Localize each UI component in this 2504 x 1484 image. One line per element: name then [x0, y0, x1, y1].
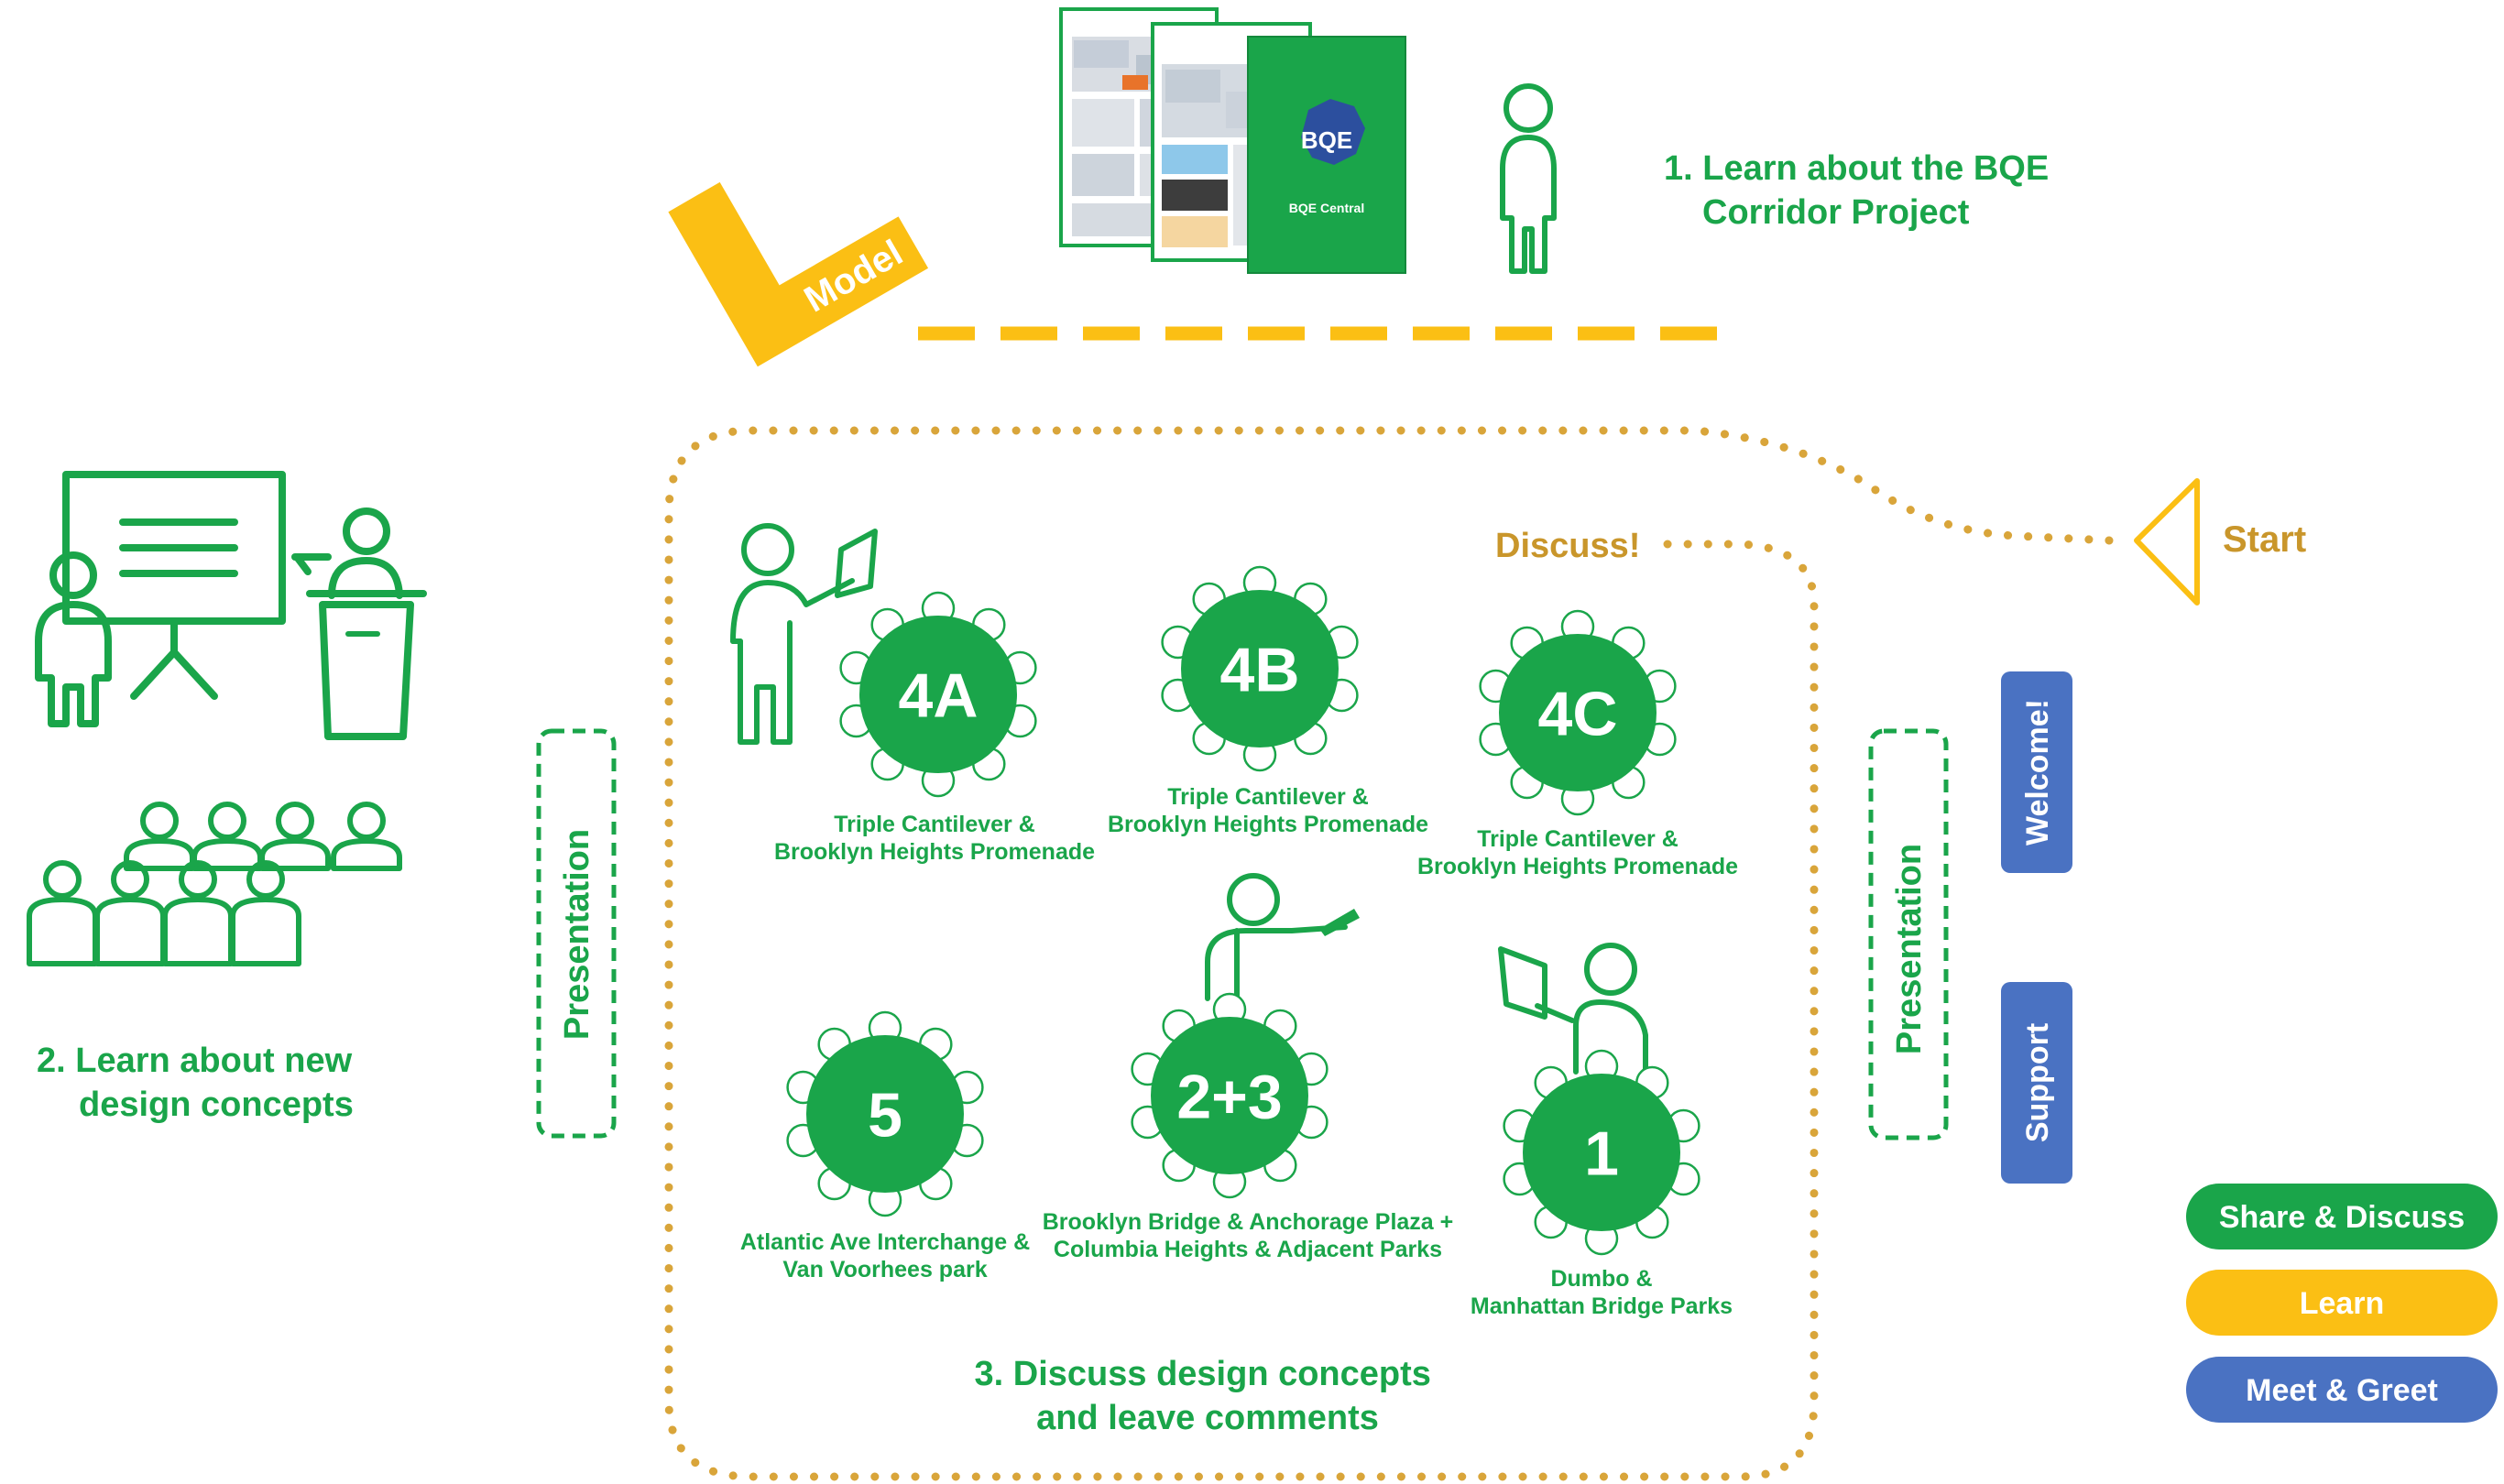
step-1-line-2: Corridor Project	[1702, 193, 1970, 232]
discussion-table-4b: 4B Triple Cantilever &Brooklyn Heights Pr…	[1108, 565, 1428, 837]
presenter-person-icon	[35, 551, 112, 727]
table-caption-line: Van Voorhees park	[782, 1257, 987, 1282]
presentation-screen-icon	[62, 471, 286, 700]
discussion-table-4c: 4C Triple Cantilever &Brooklyn Heights Pr…	[1417, 609, 1738, 879]
presentation-right-label: Presentation	[1890, 844, 1929, 1054]
legend-learn-label: Learn	[2300, 1286, 2385, 1321]
booklets: BQE BQE Central	[1059, 7, 1406, 274]
step-3-line-2: and leave comments	[1036, 1399, 1379, 1437]
table-number: 2+3	[1176, 1062, 1282, 1131]
table-disc	[1151, 1017, 1308, 1174]
audience-icon	[27, 802, 402, 966]
support-desk: Support	[2001, 982, 2072, 1184]
step-3-label: 3. Discuss design concepts and leave com…	[975, 1355, 1441, 1437]
table-disc	[806, 1035, 964, 1193]
legend-meet-greet[interactable]: Meet & Greet	[2186, 1357, 2498, 1423]
start-label: Start	[2223, 519, 2306, 560]
table-caption-line: Triple Cantilever &	[1167, 784, 1369, 810]
start-triangle-icon	[2134, 478, 2200, 606]
table-caption-line: Brooklyn Heights Promenade	[1108, 812, 1428, 837]
standing-person-icon	[1500, 83, 1557, 274]
table-number: 4B	[1220, 635, 1300, 704]
table-number: 4C	[1538, 679, 1618, 748]
welcome-label: Welcome!	[2020, 699, 2055, 846]
legend-share-discuss-label: Share & Discuss	[2219, 1200, 2465, 1235]
table-disc	[1181, 590, 1339, 747]
table-number: 4A	[899, 660, 979, 730]
person-writing-icon	[1205, 873, 1360, 1001]
step-2-line-2: design concepts	[79, 1086, 354, 1124]
bqe-central-booklet: BQE BQE Central	[1247, 36, 1406, 274]
legend-meet-greet-label: Meet & Greet	[2246, 1373, 2438, 1408]
table-caption-line: Dumbo &	[1550, 1266, 1652, 1292]
model-table: Model	[668, 181, 929, 367]
table-disc	[859, 616, 1017, 773]
table-caption-line: Brooklyn Heights Promenade	[774, 839, 1095, 865]
discussion-table-4a: 4A Triple Cantilever &Brooklyn Heights Pr…	[774, 591, 1095, 865]
legend: Share & Discuss Learn Meet & Greet	[2186, 1184, 2498, 1423]
legend-learn[interactable]: Learn	[2186, 1270, 2498, 1336]
table-caption-line: Atlantic Ave Interchange &	[740, 1229, 1030, 1255]
welcome-desk: Welcome!	[2001, 671, 2072, 873]
table-disc	[1499, 634, 1657, 791]
presentation-area-right: Presentation	[1868, 728, 1949, 1140]
person-holding-board-icon	[730, 523, 878, 745]
step-2-line-1: 2. Learn about new	[37, 1042, 353, 1080]
legend-share-discuss[interactable]: Share & Discuss	[2186, 1184, 2498, 1249]
table-number: 5	[868, 1080, 902, 1150]
booklet-subtitle: BQE Central	[1289, 201, 1364, 215]
table-caption-line: Triple Cantilever &	[1477, 826, 1678, 852]
person-holding-map-icon	[1498, 943, 1648, 1075]
presentation-area-left: Presentation	[536, 728, 617, 1139]
step-3-line-1: 3. Discuss design concepts	[975, 1355, 1431, 1393]
speaker-at-podium-icon	[291, 507, 427, 740]
table-caption-line: Triple Cantilever &	[834, 812, 1035, 837]
table-caption-line: Columbia Heights & Adjacent Parks	[1054, 1237, 1442, 1262]
table-caption-line: Brooklyn Bridge & Anchorage Plaza +	[1043, 1209, 1454, 1235]
step-1-label: 1. Learn about the BQE Corridor Project	[1664, 149, 2059, 232]
table-number: 1	[1584, 1118, 1619, 1188]
table-disc	[1523, 1074, 1680, 1231]
discuss-label: Discuss!	[1495, 527, 1640, 565]
step-1-line-1: 1. Learn about the BQE	[1664, 149, 2049, 188]
table-caption-line: Manhattan Bridge Parks	[1471, 1293, 1733, 1319]
table-caption-line: Brooklyn Heights Promenade	[1417, 854, 1738, 879]
step-2-label: 2. Learn about new design concepts	[37, 1042, 362, 1124]
presentation-left-label: Presentation	[558, 829, 596, 1040]
booklet-title: BQE	[1301, 126, 1352, 154]
support-label: Support	[2020, 1023, 2055, 1142]
